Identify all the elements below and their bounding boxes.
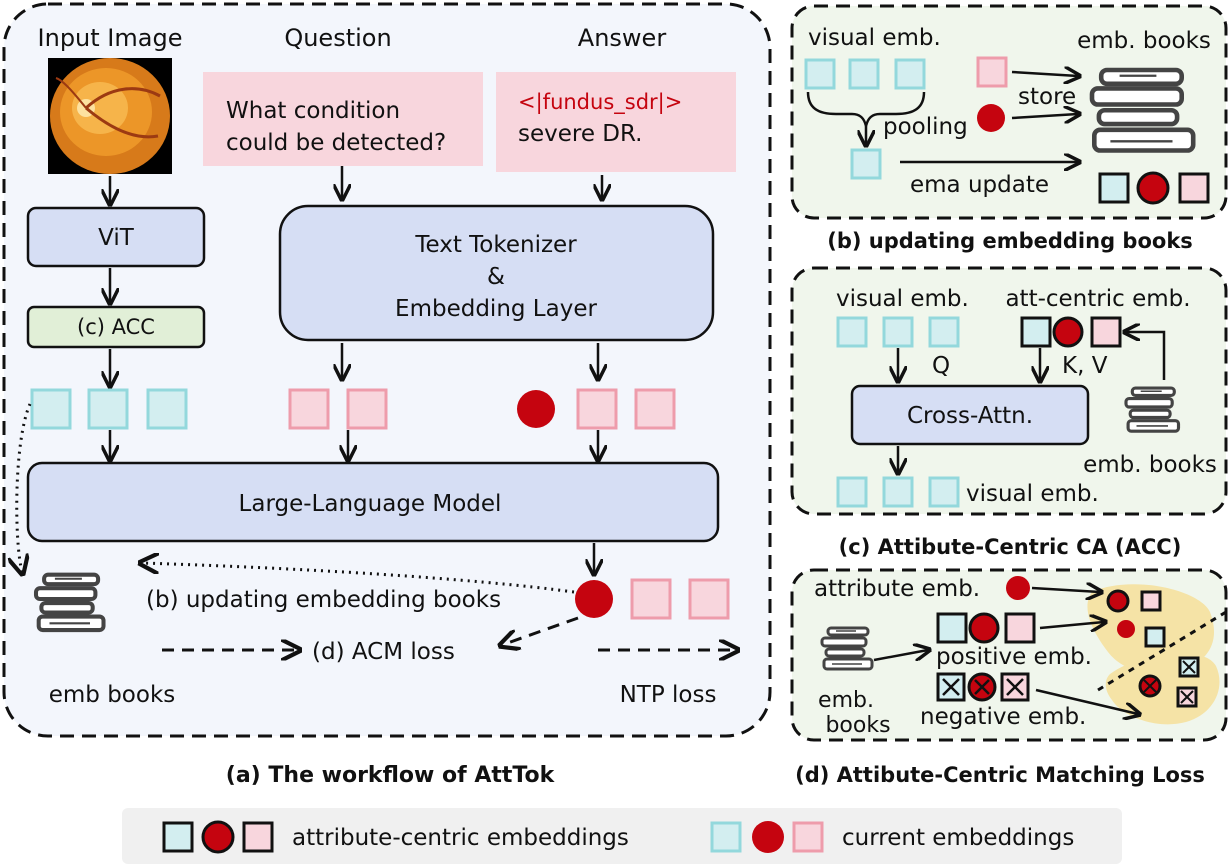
ema-update-label: ema update [910,172,1049,198]
panel-b-caption: (b) updating embedding books [827,229,1193,253]
question-box [203,72,483,166]
acc-label: (c) ACC [77,315,155,339]
answer-text: severe DR. [518,121,643,147]
answer-token: <|fundus_sdr|> [518,90,682,115]
question-token-row [288,388,388,430]
acc-block [26,305,206,349]
emb-books-label: emb books [49,682,176,708]
positive-emb-label: positive emb. [936,644,1092,670]
legend-attribute-centric: attribute-centric embeddings [292,825,629,851]
separation-line [1097,610,1227,692]
dotted-arrow-visual-to-books [17,403,32,572]
c-visual-emb-bottom: visual emb. [966,481,1099,507]
visual-token-row [30,388,188,430]
update-books-label: (b) updating embedding books [146,587,501,613]
c-visual-emb-top: visual emb. [836,286,969,312]
negative-emb-tokens [936,672,1030,702]
b-emb-books-label: emb. books [1077,28,1211,54]
panel-a-caption: (a) The workflow of AttTok [226,763,556,788]
negative-emb-label: negative emb. [920,704,1086,730]
current-attribute-circle [517,390,555,428]
attribute-emb-label: attribute emb. [814,576,980,602]
q-label: Q [932,353,950,379]
llm-block [26,461,720,543]
panel-d-caption: (d) Attibute-Centric Matching Loss [795,763,1205,787]
c-att-centric-label: att-centric emb. [1005,286,1190,312]
b-visual-emb-label: visual emb. [808,25,941,51]
question-line-1: What condition [226,98,400,124]
d-books-label-1: emb. [818,688,874,713]
cross-attn-block [850,384,1090,446]
question-line-2: could be detected? [226,130,446,156]
tokenizer-block [278,204,715,342]
kv-label: K, V [1062,353,1108,379]
vit-block [26,206,206,268]
ntp-loss-label: NTP loss [620,682,717,708]
legend-bar [122,808,1122,864]
dashed-arrow-output-acm [502,616,579,645]
answer-token-row [517,388,676,430]
llm-label: Large-Language Model [239,491,502,517]
d-books-label-2: books [825,713,890,738]
c-emb-books-label: emb. books [1083,452,1217,478]
input-image-label: Input Image [38,24,183,52]
legend-current: current embeddings [842,825,1074,851]
cross-attn-label: Cross-Attn. [907,403,1033,429]
acm-loss-label: (d) ACM loss [312,639,455,665]
dotted-arrow-output-to-books [142,563,575,594]
question-label: Question [284,24,391,52]
panel-a-frame [2,2,772,738]
output-attribute-circle [575,580,613,618]
answer-box [496,72,736,172]
fundus-image [48,58,172,174]
tokenizer-line-1: Text Tokenizer [414,232,577,258]
store-label: store [1018,84,1076,110]
tokenizer-line-3: Embedding Layer [395,296,597,322]
pooling-label: pooling [883,114,968,140]
vit-label: ViT [98,225,135,251]
answer-label: Answer [578,24,667,52]
panel-c-caption: (c) Attibute-Centric CA (ACC) [839,535,1182,559]
tokenizer-line-2: & [487,264,505,290]
